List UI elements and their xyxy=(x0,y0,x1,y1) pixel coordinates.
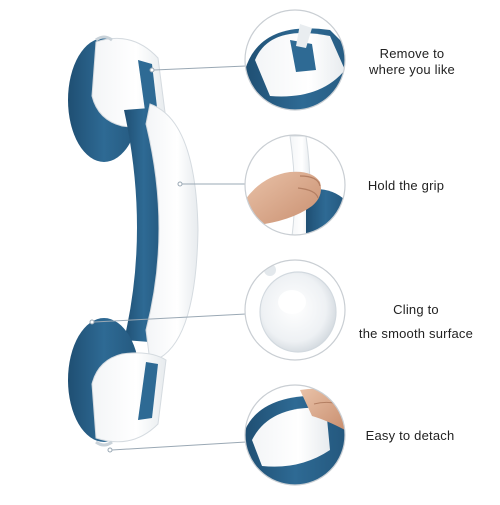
handle-back xyxy=(124,108,163,342)
detail-circle-remove xyxy=(244,9,346,111)
bottom-lever xyxy=(138,362,158,420)
caption-detach: Easy to detach xyxy=(354,428,466,444)
caption-cling: Cling to the smooth surface xyxy=(346,302,486,342)
caption-remove-line-1: Remove to xyxy=(379,46,445,61)
caption-grip: Hold the grip xyxy=(356,178,456,194)
caption-cling-line-1: Cling to xyxy=(393,302,439,317)
top-lever xyxy=(138,60,158,118)
top-cup-edge xyxy=(95,35,113,42)
grab-bar xyxy=(68,35,199,447)
connector-lines xyxy=(89,65,247,453)
caption-remove-line-2: where you like xyxy=(369,62,455,77)
caption-grip-line-1: Hold the grip xyxy=(367,178,445,193)
caption-detach-line-1: Easy to detach xyxy=(365,428,455,443)
detail-circle-suction xyxy=(244,259,346,361)
detail-circle-detach xyxy=(244,384,346,486)
caption-cling-line-2: the smooth surface xyxy=(358,326,474,341)
caption-remove: Remove to where you like xyxy=(354,46,470,78)
bottom-cup-edge xyxy=(95,440,113,447)
detail-circle-grip xyxy=(244,134,346,236)
handle-grip xyxy=(145,103,199,363)
